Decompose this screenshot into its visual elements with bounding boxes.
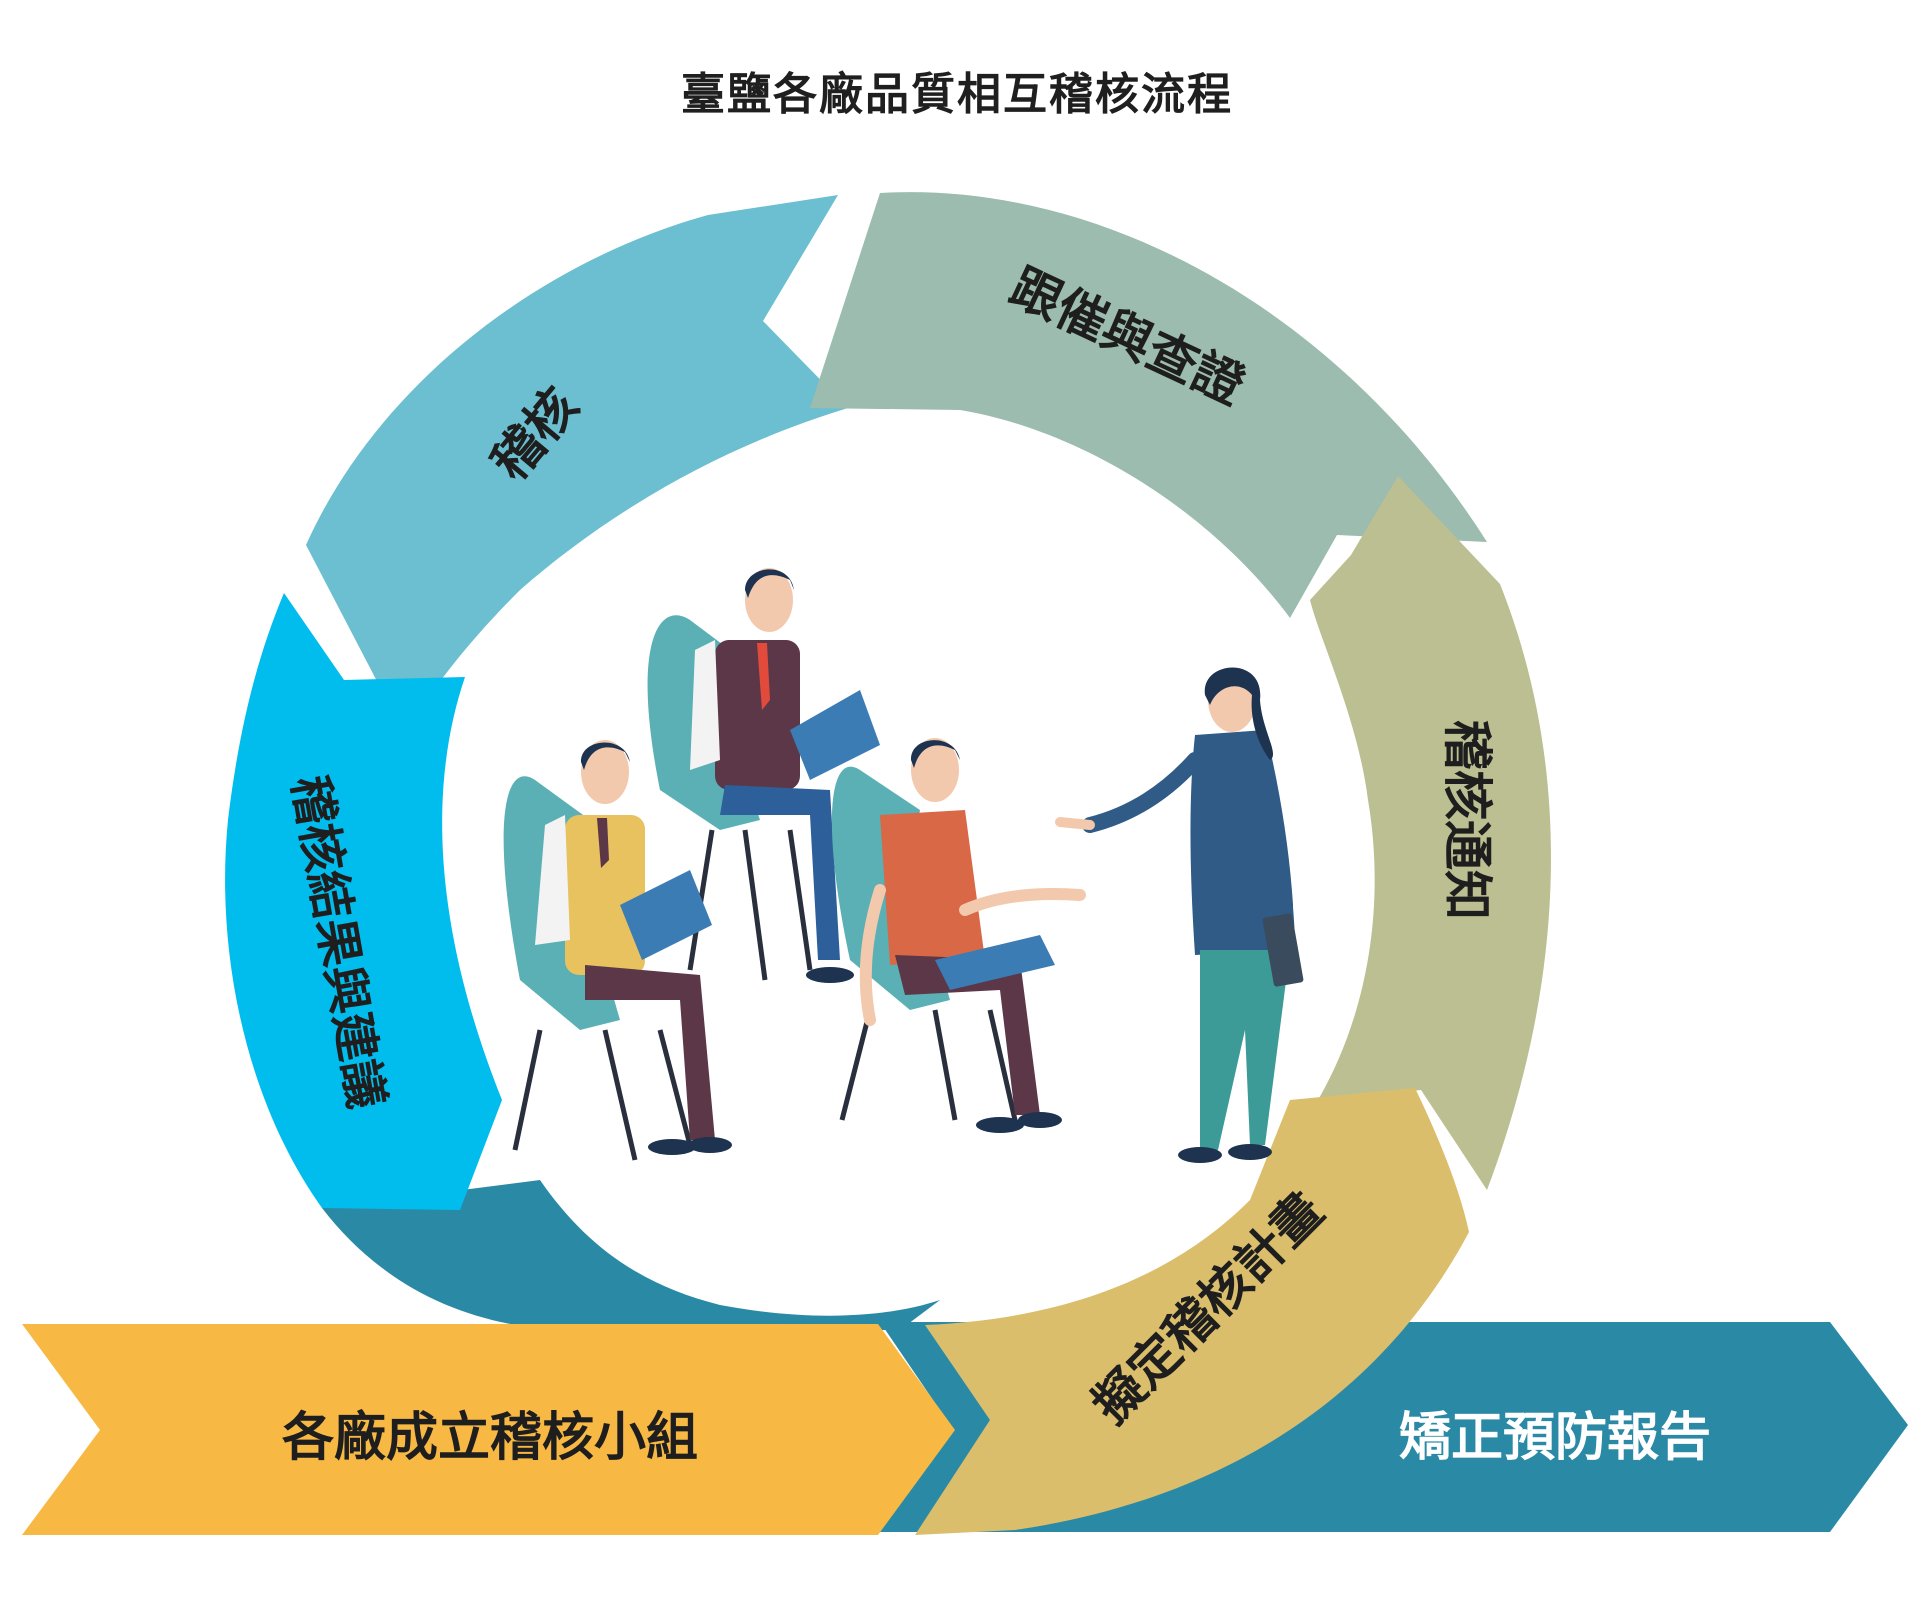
segment-results <box>225 593 502 1210</box>
segment-bottom-arc <box>322 1180 940 1330</box>
segment-followup <box>810 192 1487 618</box>
label-team: 各廠成立稽核小組 <box>282 1408 698 1468</box>
people-meeting-illustration <box>503 568 1304 1163</box>
segment-plan <box>915 1088 1469 1535</box>
diagram-title: 臺鹽各廠品質相互稽核流程 <box>681 69 1233 120</box>
label-notice: 稽核通知 <box>1438 720 1496 920</box>
arrow-team <box>22 1324 955 1535</box>
segment-audit <box>306 195 848 735</box>
label-report: 矯正預防報告 <box>1399 1408 1711 1468</box>
segment-notice <box>1310 476 1551 1190</box>
